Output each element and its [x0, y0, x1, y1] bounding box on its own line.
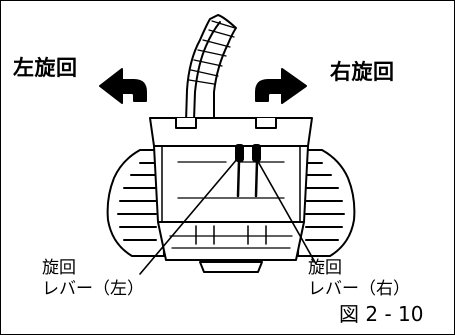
left-lever-line1: 旋回 [42, 258, 76, 278]
figure-number: 図 2 - 10 [339, 302, 424, 326]
right-lever-line1: 旋回 [308, 258, 342, 278]
left-turn-label: 左旋回 [13, 56, 78, 80]
right-turn-label: 右旋回 [330, 60, 395, 84]
machine-body [149, 117, 313, 273]
leader-line-right [255, 157, 317, 265]
left-lever-line2: レバー（左） [42, 279, 144, 299]
right-crawler-track [297, 149, 356, 257]
right-lever-line2: レバー（右） [308, 279, 410, 299]
turning-levers [235, 144, 261, 198]
left-turning-lever-label: 旋回 レバー（左） [42, 258, 144, 300]
leader-line-left [139, 157, 239, 275]
left-crawler-track [106, 149, 165, 257]
curved-arrow-right-icon [255, 68, 307, 104]
curved-arrow-left-icon [99, 68, 147, 104]
right-turning-lever-label: 旋回 レバー（右） [308, 258, 410, 300]
